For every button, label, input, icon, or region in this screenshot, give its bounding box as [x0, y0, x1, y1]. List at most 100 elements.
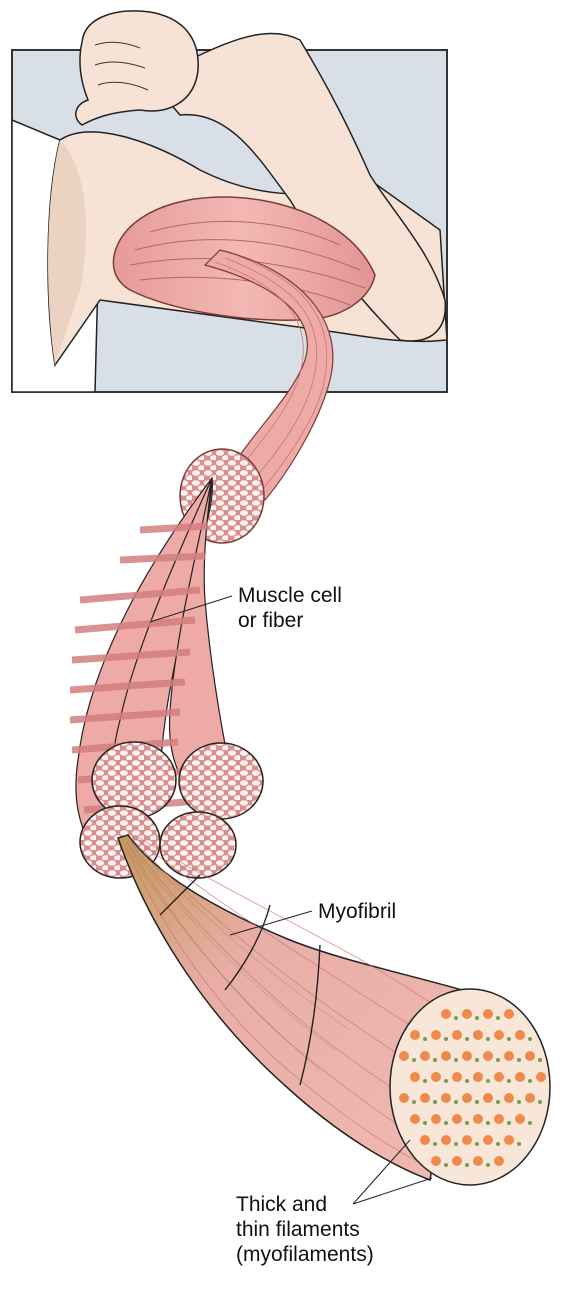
- thick-filament-dot: [431, 1072, 441, 1082]
- label-myofibril-line-1: Myofibril: [318, 899, 396, 924]
- fiber-cross-section-1: [92, 742, 176, 818]
- thin-filament-dot: [444, 1037, 448, 1041]
- thick-filament-dot: [504, 1051, 514, 1061]
- thick-filament-dot: [494, 1030, 504, 1040]
- thin-filament-dot: [528, 1121, 532, 1125]
- thick-filament-dot: [410, 1030, 420, 1040]
- thick-filament-dot: [420, 1135, 430, 1145]
- thin-filament-dot: [412, 1058, 416, 1062]
- myofibril-cross-section: [390, 989, 550, 1185]
- thick-filament-dot: [462, 1135, 472, 1145]
- thick-filament-dot: [525, 1093, 535, 1103]
- thin-filament-dot: [475, 1100, 479, 1104]
- thick-filament-dot: [504, 1135, 514, 1145]
- thick-filament-dot: [410, 1072, 420, 1082]
- thin-filament-dot: [486, 1079, 490, 1083]
- thick-filament-dot: [473, 1072, 483, 1082]
- thin-filament-dot: [454, 1100, 458, 1104]
- thick-filament-dot: [441, 1135, 451, 1145]
- thin-filament-dot: [454, 1016, 458, 1020]
- thick-filament-dot: [399, 1051, 409, 1061]
- thick-filament-dot: [494, 1156, 504, 1166]
- label-muscle-cell-line-1: Muscle cell: [238, 583, 342, 608]
- thick-filament-dot: [441, 1009, 451, 1019]
- thick-filament-dot: [462, 1051, 472, 1061]
- thick-filament-dot: [473, 1114, 483, 1124]
- arm-illustration-panel: [12, 11, 447, 392]
- thick-filament-dot: [483, 1093, 493, 1103]
- thin-filament-dot: [538, 1100, 542, 1104]
- thick-filament-dot: [515, 1072, 525, 1082]
- thin-filament-dot: [433, 1058, 437, 1062]
- thick-filament-dot: [441, 1051, 451, 1061]
- thin-filament-dot: [454, 1058, 458, 1062]
- thin-filament-dot: [496, 1142, 500, 1146]
- thin-filament-dot: [423, 1121, 427, 1125]
- thin-filament-dot: [423, 1079, 427, 1083]
- thick-filament-dot: [420, 1051, 430, 1061]
- thin-filament-dot: [528, 1037, 532, 1041]
- thick-filament-dot: [494, 1072, 504, 1082]
- thin-filament-dot: [507, 1037, 511, 1041]
- thin-filament-dot: [486, 1121, 490, 1125]
- thick-filament-dot: [473, 1030, 483, 1040]
- thin-filament-dot: [496, 1100, 500, 1104]
- thin-filament-dot: [412, 1100, 416, 1104]
- thick-filament-dot: [515, 1114, 525, 1124]
- thin-filament-dot: [433, 1100, 437, 1104]
- thick-filament-dot: [483, 1051, 493, 1061]
- thick-filament-dot: [399, 1093, 409, 1103]
- thin-filament-dot: [486, 1163, 490, 1167]
- thin-filament-dot: [475, 1016, 479, 1020]
- thin-filament-dot: [433, 1142, 437, 1146]
- thin-filament-dot: [496, 1016, 500, 1020]
- thick-filament-dot: [452, 1030, 462, 1040]
- thin-filament-dot: [517, 1100, 521, 1104]
- thin-filament-dot: [496, 1058, 500, 1062]
- thin-filament-dot: [465, 1037, 469, 1041]
- thin-filament-dot: [517, 1142, 521, 1146]
- thin-filament-dot: [454, 1142, 458, 1146]
- thick-filament-dot: [431, 1156, 441, 1166]
- thick-filament-dot: [504, 1009, 514, 1019]
- thick-filament-dot: [483, 1009, 493, 1019]
- thick-filament-dot: [483, 1135, 493, 1145]
- myofibril: [118, 835, 550, 1185]
- label-filaments-line-3: (myofilaments): [236, 1242, 374, 1267]
- thin-filament-dot: [475, 1142, 479, 1146]
- thin-filament-dot: [444, 1121, 448, 1125]
- label-muscle-cell-line-2: or fiber: [238, 608, 342, 633]
- thick-filament-dot: [452, 1156, 462, 1166]
- label-muscle-cell: Muscle cell or fiber: [238, 583, 342, 633]
- thick-filament-dot: [410, 1114, 420, 1124]
- thin-filament-dot: [465, 1163, 469, 1167]
- thick-filament-dot: [431, 1114, 441, 1124]
- thin-filament-dot: [507, 1121, 511, 1125]
- thin-filament-dot: [465, 1079, 469, 1083]
- fiber-cross-section-4: [160, 812, 236, 878]
- label-filaments-line-1: Thick and: [236, 1192, 374, 1217]
- thin-filament-dot: [517, 1058, 521, 1062]
- thin-filament-dot: [486, 1037, 490, 1041]
- thick-filament-dot: [420, 1093, 430, 1103]
- thick-filament-dot: [536, 1072, 546, 1082]
- thick-filament-dot: [441, 1093, 451, 1103]
- thin-filament-dot: [475, 1058, 479, 1062]
- thin-filament-dot: [538, 1058, 542, 1062]
- thick-filament-dot: [494, 1114, 504, 1124]
- thin-filament-dot: [528, 1079, 532, 1083]
- thin-filament-dot: [444, 1163, 448, 1167]
- thick-filament-dot: [525, 1051, 535, 1061]
- label-myofibril: Myofibril: [318, 899, 396, 924]
- thick-filament-dot: [462, 1093, 472, 1103]
- thick-filament-dot: [462, 1009, 472, 1019]
- label-filaments: Thick and thin filaments (myofilaments): [236, 1192, 374, 1267]
- label-filaments-line-2: thin filaments: [236, 1217, 374, 1242]
- thick-filament-dot: [452, 1072, 462, 1082]
- thick-filament-dot: [504, 1093, 514, 1103]
- thin-filament-dot: [423, 1037, 427, 1041]
- thick-filament-dot: [431, 1030, 441, 1040]
- thin-filament-dot: [465, 1121, 469, 1125]
- thick-filament-dot: [515, 1030, 525, 1040]
